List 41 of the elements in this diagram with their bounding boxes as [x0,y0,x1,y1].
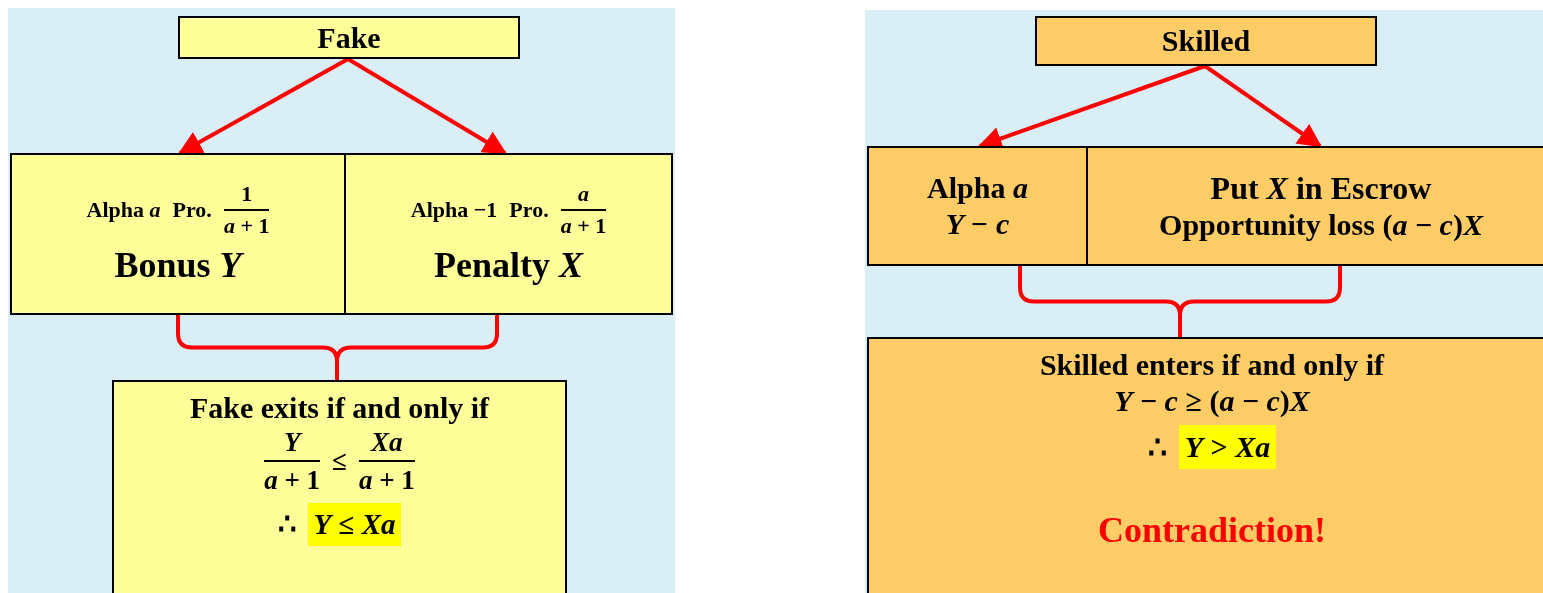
node-text: Opportunity loss (a − c)X [1159,207,1483,244]
node-text: Y − c [945,206,1010,242]
node-text: Fake [317,19,381,56]
condition-box [112,380,567,593]
node-text: a [577,181,589,208]
node-text: a + 1 [223,213,270,240]
node-text: a + 1 [560,213,607,240]
payoff-cell [344,153,673,315]
node-text: Skilled [1161,23,1251,59]
node-text: Alpha a [927,170,1028,206]
title-box [178,16,520,59]
node-text: Contradiction! [1098,509,1326,552]
node-text: Alpha −1 [410,197,498,224]
node-text: a + 1 [358,464,415,497]
brace-connector [335,315,499,380]
node-text: Put X in Escrow [1210,168,1432,208]
node-text: Alpha a [86,197,161,224]
highlighted-formula: Y > Xa [1178,425,1277,469]
node-text: Y − c ≥ (a − c)X [1114,383,1310,419]
payoff-cell [867,146,1088,266]
arrow [1203,64,1322,148]
node-text: ≤ [332,445,347,478]
node-text: 1 [241,181,253,208]
node-text: Penalty X [434,243,583,287]
condition-box [867,337,1543,593]
arrow [346,57,508,155]
node-text: Y [283,426,301,459]
node-text: a + 1 [264,464,321,497]
payoff-cell [10,153,346,315]
title-box [1035,16,1377,66]
brace-connector [1178,266,1342,337]
node-text: Pro. [172,197,212,224]
node-text: ∴ [1147,429,1167,465]
node-text: ∴ [277,506,296,542]
node-text: Fake exits if and only if [189,390,490,426]
node-text: Xa [371,426,403,459]
arrow [177,57,349,155]
payoff-cell [1086,146,1543,266]
node-text: Skilled enters if and only if [1039,347,1385,383]
node-text: Pro. [509,197,549,224]
highlighted-formula: Y ≤ Xa [307,502,402,546]
